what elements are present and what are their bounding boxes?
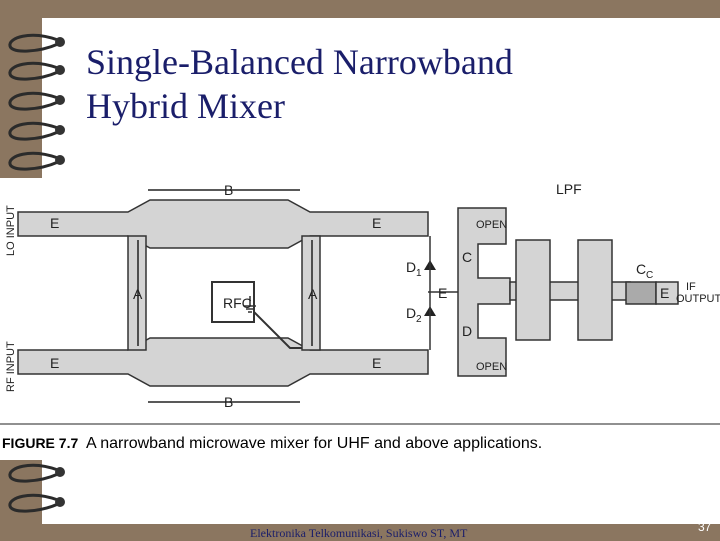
binding-ring-icon [8, 33, 59, 513]
diode-stub [457, 207, 511, 377]
title-line-1: Single-Balanced Narrowband [86, 42, 513, 82]
cc-label: C [636, 261, 646, 277]
spiral-binding [8, 33, 65, 513]
port-e-4: E [372, 355, 381, 371]
lo-input-label: LO INPUT [5, 205, 17, 256]
d1-subscript: 1 [416, 268, 422, 279]
title-line-2: Hybrid Mixer [86, 86, 285, 126]
left-branch [127, 235, 147, 351]
caption-label: FIGURE 7.7 [2, 435, 78, 451]
if-label: IF [686, 281, 696, 293]
port-e-1: E [50, 215, 59, 231]
lpf-label: LPF [556, 181, 582, 197]
open-top: OPEN [476, 219, 507, 231]
rf-input-label: RF INPUT [5, 341, 17, 392]
if-port [655, 281, 679, 305]
slide-title: Single-Balanced Narrowband Hybrid Mixer [86, 40, 646, 128]
lpf-stub-1 [515, 239, 551, 341]
dim-a-left: A [133, 286, 143, 302]
slide-footer: Elektronika Telkomunikasi, Sukiswo ST, M… [250, 526, 468, 540]
c-label: C [462, 249, 472, 265]
output-label: OUTPUT [676, 293, 720, 305]
lpf-stub-2 [577, 239, 613, 341]
page-number: 37 [698, 520, 712, 534]
open-bottom: OPEN [476, 361, 507, 373]
d2-subscript: 2 [416, 314, 422, 325]
port-e-6: E [660, 285, 669, 301]
caption-text: A narrowband microwave mixer for UHF and… [86, 435, 542, 452]
d1-label: D [406, 259, 416, 275]
d-label: D [462, 323, 472, 339]
cc-subscript: C [646, 270, 653, 281]
figure: B B A A E E E E E E RFC LPF C D D 1 D 2 … [0, 178, 720, 460]
ground-icon [244, 296, 256, 313]
bottom-branch-line [17, 337, 429, 387]
mixer-diagram: B B A A E E E E E E RFC LPF C D D 1 D 2 … [0, 181, 720, 452]
rfc-label: RFC [223, 295, 252, 311]
dim-b-top: B [224, 182, 233, 198]
port-e-3: E [50, 355, 59, 371]
d2-label: D [406, 305, 416, 321]
right-branch [301, 235, 321, 351]
port-e-2: E [372, 215, 381, 231]
dim-b-bottom: B [224, 394, 233, 410]
dim-a-right: A [308, 286, 318, 302]
port-e-5: E [438, 285, 447, 301]
capacitor-cc [625, 281, 657, 305]
top-branch-line [17, 199, 429, 249]
